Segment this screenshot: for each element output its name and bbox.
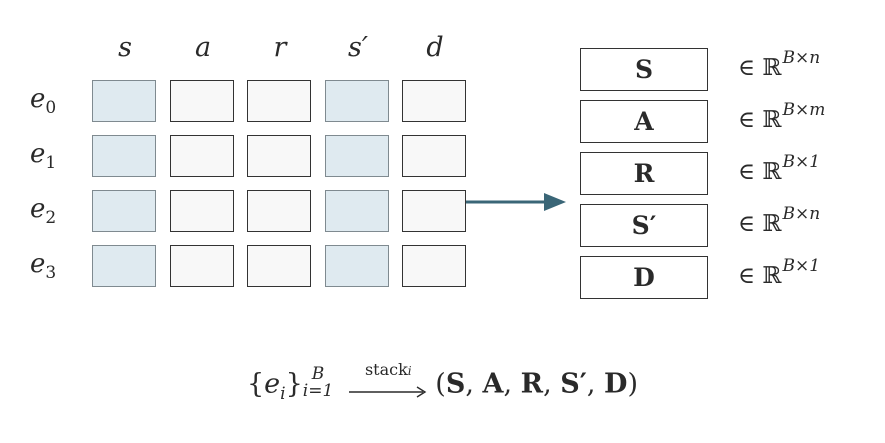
- grid-cell-e0-s: [92, 80, 156, 122]
- grid-cell-e2-d: [402, 190, 466, 232]
- stack-arrow-head: [544, 193, 566, 211]
- row-label-index: 1: [45, 153, 57, 174]
- stacked-tensor-s: S: [580, 48, 708, 91]
- grid-cell-e3-s: [92, 245, 156, 287]
- formula-tuple-item: S: [445, 368, 466, 400]
- space-dims: B×n: [782, 48, 821, 68]
- formula-lower-limit: i=1: [302, 381, 334, 401]
- formula-tuple-item: D: [604, 368, 628, 400]
- space-symbol: ∈ ℝ: [738, 263, 782, 289]
- row-label-e1: e1: [30, 139, 56, 173]
- formula-tuple-item: S′: [560, 368, 587, 400]
- formula-tuple-item: A: [482, 368, 504, 400]
- column-header-a: a: [194, 32, 212, 63]
- column-header-d: d: [426, 32, 444, 63]
- row-label-index: 2: [45, 208, 57, 229]
- formula-arrow-label: stacki: [349, 360, 427, 379]
- grid-cell-e2-r: [247, 190, 311, 232]
- stacked-tensor-d: D: [580, 256, 708, 299]
- grid-cell-e2-a: [170, 190, 234, 232]
- space-dims: B×n: [782, 204, 821, 224]
- grid-cell-e2-s: [92, 190, 156, 232]
- space-dims: B×m: [782, 100, 826, 120]
- tensor-space-d: ∈ ℝB×1: [738, 256, 820, 289]
- stack-arrow: [466, 193, 566, 211]
- grid-cell-e0-s-prime: [325, 80, 389, 122]
- tensor-space-s-prime: ∈ ℝB×n: [738, 204, 820, 237]
- grid-cell-e1-s: [92, 135, 156, 177]
- formula-tuple-separator: ,: [465, 368, 483, 400]
- formula-close-brace: }: [285, 368, 303, 400]
- tensor-space-s: ∈ ℝB×n: [738, 48, 820, 81]
- space-dims: B×1: [782, 256, 821, 276]
- formula-arrow-label-text: stack: [364, 360, 408, 379]
- space-symbol: ∈ ℝ: [738, 211, 782, 237]
- formula-tuple-separator: ,: [543, 368, 561, 400]
- grid-cell-e1-d: [402, 135, 466, 177]
- formula-arrow-label-sub: i: [407, 364, 412, 378]
- formula-tuple-open: (: [435, 368, 446, 400]
- row-label-symbol: e: [30, 139, 46, 169]
- grid-cell-e3-d: [402, 245, 466, 287]
- formula-tuple-separator: ,: [586, 368, 605, 400]
- row-label-index: 0: [45, 98, 57, 119]
- grid-cell-e3-a: [170, 245, 234, 287]
- row-label-symbol: e: [30, 194, 46, 224]
- row-label-e2: e2: [30, 194, 56, 228]
- space-symbol: ∈ ℝ: [738, 107, 782, 133]
- formula-tuple-close: ): [627, 368, 639, 400]
- column-header-s-prime: s′: [348, 32, 368, 63]
- formula-open-brace: {: [246, 368, 265, 400]
- grid-cell-e3-s-prime: [325, 245, 389, 287]
- row-label-symbol: e: [30, 249, 46, 279]
- tensor-space-r: ∈ ℝB×1: [738, 152, 820, 185]
- space-symbol: ∈ ℝ: [738, 159, 782, 185]
- formula-element: e: [264, 368, 281, 400]
- tensor-space-a: ∈ ℝB×m: [738, 100, 825, 133]
- row-label-e0: e0: [30, 84, 56, 118]
- grid-cell-e2-s-prime: [325, 190, 389, 232]
- column-header-r: r: [273, 32, 287, 63]
- formula-tuple-separator: ,: [503, 368, 521, 400]
- column-header-s: s: [118, 32, 132, 63]
- grid-cell-e0-a: [170, 80, 234, 122]
- grid-cell-e0-r: [247, 80, 311, 122]
- row-label-index: 3: [45, 263, 57, 284]
- grid-cell-e1-r: [247, 135, 311, 177]
- row-label-e3: e3: [30, 249, 56, 283]
- row-label-symbol: e: [30, 84, 46, 114]
- stacked-tensor-s-prime: S′: [580, 204, 708, 247]
- stacked-tensor-r: R: [580, 152, 708, 195]
- formula-element-index: i: [280, 383, 286, 404]
- grid-cell-e1-s-prime: [325, 135, 389, 177]
- grid-cell-e0-d: [402, 80, 466, 122]
- grid-cell-e1-a: [170, 135, 234, 177]
- formula-stack-arrow: stacki: [349, 360, 427, 400]
- formula-tuple-item: R: [520, 368, 544, 400]
- space-dims: B×1: [782, 152, 821, 172]
- formula-arrow-icon: [349, 386, 427, 398]
- formula-tuple: (S, A, R, S′, D): [435, 369, 638, 400]
- stacked-tensor-a: A: [580, 100, 708, 143]
- space-symbol: ∈ ℝ: [738, 55, 782, 81]
- formula-upper-limit: B: [311, 364, 325, 384]
- grid-cell-e3-r: [247, 245, 311, 287]
